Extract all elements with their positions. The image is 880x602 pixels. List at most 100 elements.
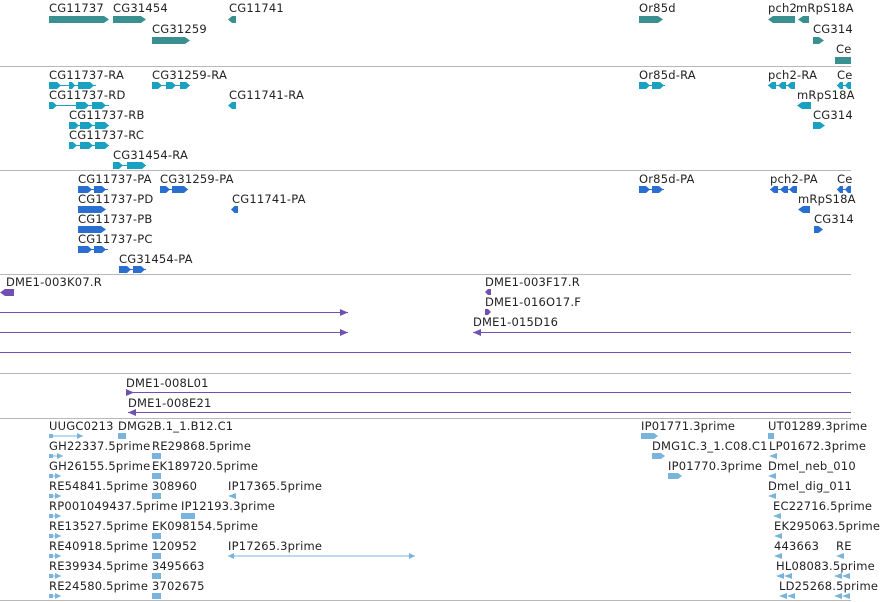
transcript-glyph	[228, 102, 236, 109]
protein-label: mRpS18A	[798, 192, 856, 206]
protein-label: CG11737-PA	[78, 172, 152, 186]
est-glyph	[834, 573, 850, 579]
est-glyph	[768, 433, 774, 439]
est-label: 3702675	[152, 579, 205, 593]
clone-label: DME1-015D16	[473, 315, 559, 329]
est-label: EK098154.5prime	[152, 519, 259, 533]
est-label: RE	[836, 539, 852, 553]
est-glyph	[652, 453, 665, 459]
est-label: RE29868.5prime	[152, 439, 252, 453]
transcript-glyph	[813, 122, 825, 129]
transcript-glyph	[152, 82, 190, 89]
est-glyph	[774, 533, 782, 539]
est-glyph	[228, 553, 415, 559]
est-glyph	[152, 453, 161, 459]
est-label: DMG2B.1_1.B12.C1	[118, 419, 234, 433]
est-glyph	[49, 513, 61, 519]
est-label: DMG1C.3_1.C08.C1	[652, 439, 768, 453]
transcript-glyph	[49, 82, 96, 89]
transcript-label: pch2-RA	[768, 68, 818, 82]
est-glyph	[49, 573, 61, 579]
clone-span-line	[128, 409, 851, 416]
transcript-label: mRpS18A	[797, 88, 855, 102]
transcript-label: CG31259-RA	[152, 68, 228, 82]
gene-glyph	[813, 37, 824, 44]
track-separator	[0, 373, 851, 374]
gene-label: Ce	[836, 42, 852, 56]
est-glyph	[49, 433, 83, 439]
protein-glyph	[814, 226, 823, 233]
transcript-glyph	[837, 82, 851, 89]
est-glyph	[641, 433, 658, 439]
protein-label: CG11741-PA	[232, 192, 306, 206]
gene-glyph	[768, 16, 795, 23]
gene-glyph	[798, 16, 809, 23]
est-glyph	[49, 533, 61, 539]
gene-glyph	[639, 16, 663, 23]
gene-glyph	[152, 37, 190, 44]
gene-label: Or85d	[639, 1, 676, 15]
clone-label: DME1-016O17.F	[485, 295, 582, 309]
transcript-label: CG11737-RB	[69, 108, 145, 122]
est-glyph	[152, 473, 161, 479]
gene-glyph	[228, 16, 236, 23]
est-glyph	[779, 593, 795, 599]
est-glyph	[774, 553, 782, 559]
gene-label: CG11737	[49, 1, 104, 15]
est-label: EC22716.5prime	[773, 499, 873, 513]
est-glyph	[49, 493, 61, 499]
gene-glyph	[835, 57, 851, 64]
est-label: RE40918.5prime	[49, 539, 149, 553]
clone-span-line	[0, 352, 851, 353]
est-glyph	[228, 493, 236, 499]
clone-glyph	[485, 289, 491, 295]
protein-glyph	[119, 266, 146, 273]
est-label: 120952	[152, 539, 198, 553]
est-label: RE54841.5prime	[49, 479, 149, 493]
protein-label: CG11737-PD	[78, 192, 154, 206]
track-separator	[0, 66, 851, 67]
transcript-label: Ce	[837, 68, 853, 82]
transcript-label: CG11737-RC	[69, 128, 145, 142]
est-glyph	[152, 553, 161, 559]
gene-glyph	[49, 16, 109, 23]
est-label: LP01672.3prime	[769, 439, 867, 453]
gene-label: CG314	[813, 22, 853, 36]
protein-label: CG11737-PB	[78, 212, 153, 226]
est-glyph	[773, 513, 781, 519]
clone-span-line	[0, 309, 348, 316]
est-glyph	[49, 553, 61, 559]
est-label: 308960	[152, 479, 198, 493]
est-glyph	[768, 473, 776, 479]
est-glyph	[49, 473, 61, 479]
clone-label: DME1-003F17.R	[485, 275, 580, 289]
protein-glyph	[78, 226, 106, 233]
est-glyph	[152, 593, 161, 599]
clone-glyph	[0, 289, 14, 296]
est-label: HL08083.5prime	[776, 559, 875, 573]
gene-label: pch2	[768, 1, 798, 15]
clone-track: DME1-003K07.R DME1-003F17.R DME1-016O17.…	[0, 275, 851, 373]
est-label: Dmel_neb_010	[768, 459, 856, 473]
gene-label: mRpS18A	[796, 1, 854, 15]
est-glyph	[769, 453, 777, 459]
est-glyph	[668, 473, 682, 479]
est-label: IP12193.3prime	[181, 499, 276, 513]
protein-glyph	[837, 186, 851, 193]
transcript-glyph	[768, 82, 795, 89]
transcript-glyph	[797, 102, 811, 109]
est-glyph	[49, 453, 63, 459]
protein-label: CG11737-PC	[78, 232, 153, 246]
transcript-glyph	[49, 102, 109, 109]
transcript-track: CG11737-RA CG31259-RA CG11737-RD CG11741…	[0, 67, 855, 170]
transcript-label: CG31454-RA	[113, 148, 189, 162]
protein-glyph	[231, 206, 238, 213]
clone-label: DME1-003K07.R	[6, 275, 102, 289]
clone-track-2: DME1-008L01 DME1-008E21	[0, 374, 851, 418]
clone-glyph	[485, 309, 491, 315]
est-label: EK295063.5prime	[774, 519, 880, 533]
track-separator	[0, 600, 851, 601]
est-glyph	[49, 593, 61, 599]
est-glyph	[152, 533, 161, 539]
est-label: RE39934.5prime	[49, 559, 149, 573]
